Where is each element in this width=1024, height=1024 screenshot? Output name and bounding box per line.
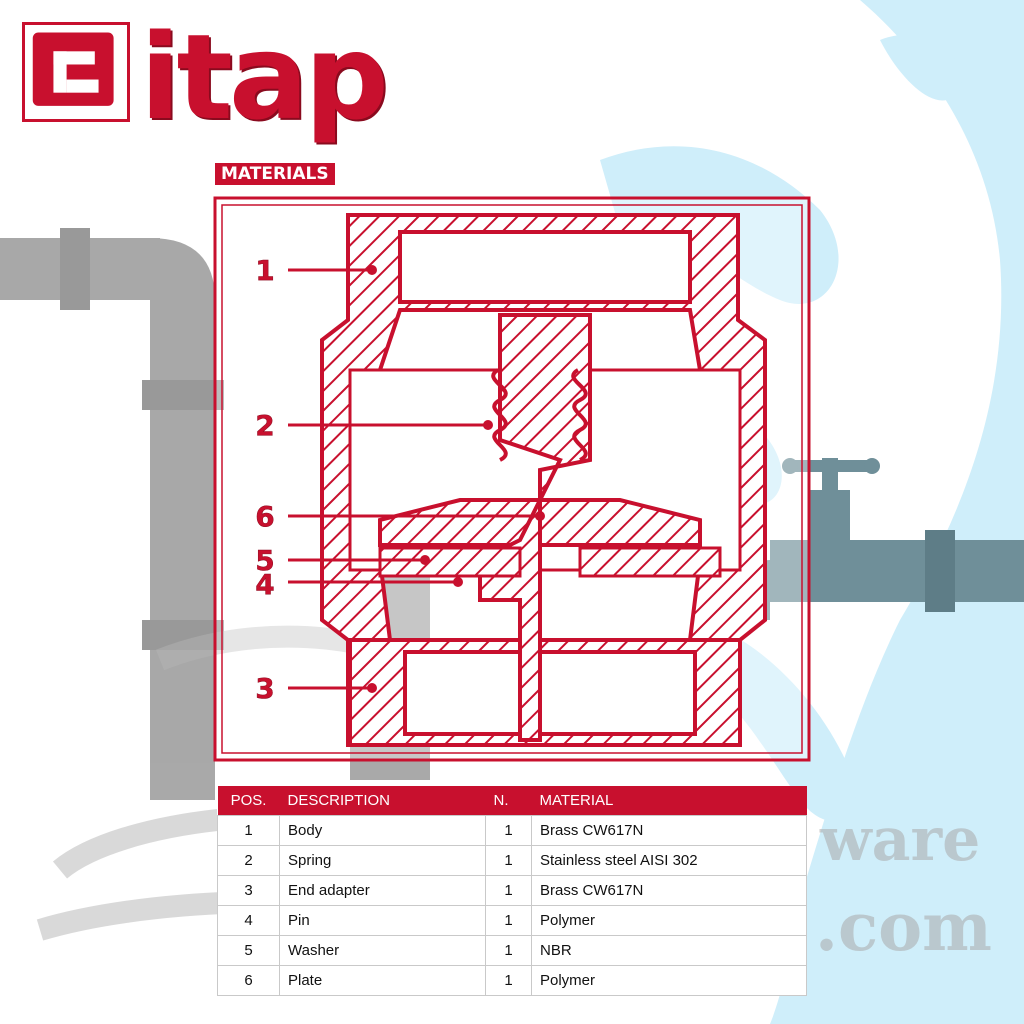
- cell-n: 1: [485, 815, 532, 846]
- cell-description: Body: [279, 815, 486, 846]
- pin-part: [478, 313, 592, 742]
- callout-3: 3: [255, 672, 275, 706]
- cell-n: 1: [485, 965, 532, 996]
- header-description: DESCRIPTION: [279, 786, 486, 816]
- header-pos: POS.: [217, 786, 280, 816]
- section-label: MATERIALS: [215, 163, 335, 185]
- callout-6: 6: [255, 500, 275, 534]
- table-header-row: POS. DESCRIPTION N. MATERIAL: [217, 786, 807, 816]
- cell-description: Pin: [279, 905, 486, 936]
- logo-icon: [32, 32, 114, 106]
- cell-material: NBR: [531, 935, 807, 966]
- cell-material: Brass CW617N: [531, 815, 807, 846]
- cell-description: End adapter: [279, 875, 486, 906]
- table-row: 5 Washer 1 NBR: [217, 935, 807, 966]
- cell-description: Plate: [279, 965, 486, 996]
- washer-part: [378, 546, 722, 578]
- leader-dots: [367, 265, 545, 693]
- cell-pos: 1: [217, 815, 280, 846]
- table-row: 2 Spring 1 Stainless steel AISI 302: [217, 845, 807, 876]
- table-row: 1 Body 1 Brass CW617N: [217, 815, 807, 846]
- materials-table: POS. DESCRIPTION N. MATERIAL 1 Body 1 Br…: [217, 786, 807, 996]
- table-row: 3 End adapter 1 Brass CW617N: [217, 875, 807, 906]
- callout-5: 5: [255, 544, 275, 578]
- brand-logo-mark: [22, 22, 130, 122]
- cell-pos: 2: [217, 845, 280, 876]
- cell-material: Brass CW617N: [531, 875, 807, 906]
- cell-n: 1: [485, 845, 532, 876]
- cell-n: 1: [485, 935, 532, 966]
- header-material: MATERIAL: [531, 786, 807, 816]
- valve-cross-section-diagram: [213, 196, 811, 762]
- table-row: 4 Pin 1 Polymer: [217, 905, 807, 936]
- spring-part: [491, 368, 588, 462]
- cell-n: 1: [485, 905, 532, 936]
- watermark-text-com: .com: [815, 888, 993, 966]
- callout-1: 1: [255, 254, 275, 288]
- cell-material: Polymer: [531, 905, 807, 936]
- callout-4: 4: [255, 568, 275, 602]
- cell-pos: 3: [217, 875, 280, 906]
- watermark-text-ware: ware: [820, 805, 981, 875]
- cell-pos: 5: [217, 935, 280, 966]
- cell-description: Spring: [279, 845, 486, 876]
- brand-name: itap: [140, 8, 389, 146]
- cell-pos: 4: [217, 905, 280, 936]
- cell-pos: 6: [217, 965, 280, 996]
- cell-material: Polymer: [531, 965, 807, 996]
- leader-lines: [288, 268, 540, 690]
- cell-material: Stainless steel AISI 302: [531, 845, 807, 876]
- end-adapter-part: [348, 638, 742, 747]
- header-n: N.: [485, 786, 532, 816]
- callout-2: 2: [255, 409, 275, 443]
- cell-description: Washer: [279, 935, 486, 966]
- cell-n: 1: [485, 875, 532, 906]
- table-row: 6 Plate 1 Polymer: [217, 965, 807, 996]
